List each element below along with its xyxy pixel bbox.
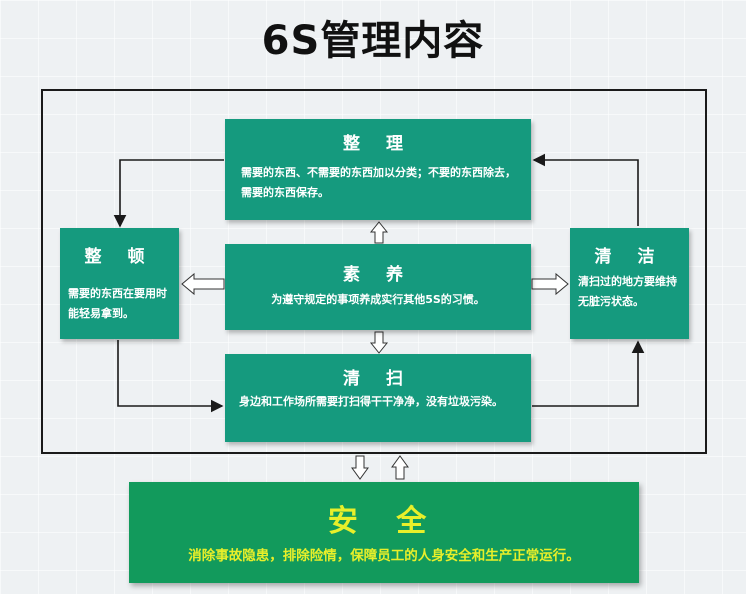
node-zhengli-text: 需要的东西、不需要的东西加以分类；不要的东西除去，需要的东西保存。 xyxy=(241,166,516,199)
outer-frame xyxy=(41,89,707,454)
node-anquan: 安 全 消除事故隐患，排除险情，保障员工的人身安全和生产正常运行。 xyxy=(129,482,639,583)
node-suyang-text: 为遵守规定的事项养成实行其他5S的习惯。 xyxy=(271,293,485,306)
node-zhengli-heading: 整 理 xyxy=(343,134,413,154)
node-qingjie-heading: 清 洁 xyxy=(594,247,665,267)
node-qingsao-text: 身边和工作场所需要打扫得干干净净，没有垃圾污染。 xyxy=(239,395,503,408)
page-title: 6S管理内容 xyxy=(261,18,485,64)
node-qingsao: 清 扫 身边和工作场所需要打扫得干干净净，没有垃圾污染。 xyxy=(225,354,531,442)
hollow-arrow-up-frame xyxy=(391,455,409,480)
node-zhengli: 整 理 需要的东西、不需要的东西加以分类；不要的东西除去，需要的东西保存。 xyxy=(225,119,531,220)
connector-zhengdun-qingsao xyxy=(117,340,224,413)
node-suyang-heading: 素 养 xyxy=(343,265,413,285)
node-suyang: 素 养 为遵守规定的事项养成实行其他5S的习惯。 xyxy=(225,244,531,330)
node-zhengdun-text: 需要的东西在要用时能轻易拿到。 xyxy=(68,287,167,320)
node-qingjie: 清 洁 清扫过的地方要维持无脏污状态。 xyxy=(570,228,689,339)
hollow-arrow-right-qingjie xyxy=(531,272,569,296)
connector-qingsao-qingjie xyxy=(532,340,645,407)
hollow-arrow-left-zhengdun xyxy=(181,272,225,296)
hollow-arrow-down-anquan xyxy=(351,455,369,480)
node-zhengdun: 整 顿 需要的东西在要用时能轻易拿到。 xyxy=(60,228,179,339)
node-qingjie-text: 清扫过的地方要维持无脏污状态。 xyxy=(578,275,677,308)
node-anquan-heading: 安 全 xyxy=(327,504,441,539)
connector-qingjie-zhengli xyxy=(532,153,639,226)
node-anquan-text: 消除事故隐患，排除险情，保障员工的人身安全和生产正常运行。 xyxy=(188,548,580,564)
connector-zhengli-zhengdun xyxy=(113,159,224,228)
hollow-arrow-up-zhengli xyxy=(369,221,389,244)
node-zhengdun-heading: 整 顿 xyxy=(84,247,155,267)
node-qingsao-heading: 清 扫 xyxy=(343,369,413,389)
hollow-arrow-down-qingsao xyxy=(369,331,389,354)
